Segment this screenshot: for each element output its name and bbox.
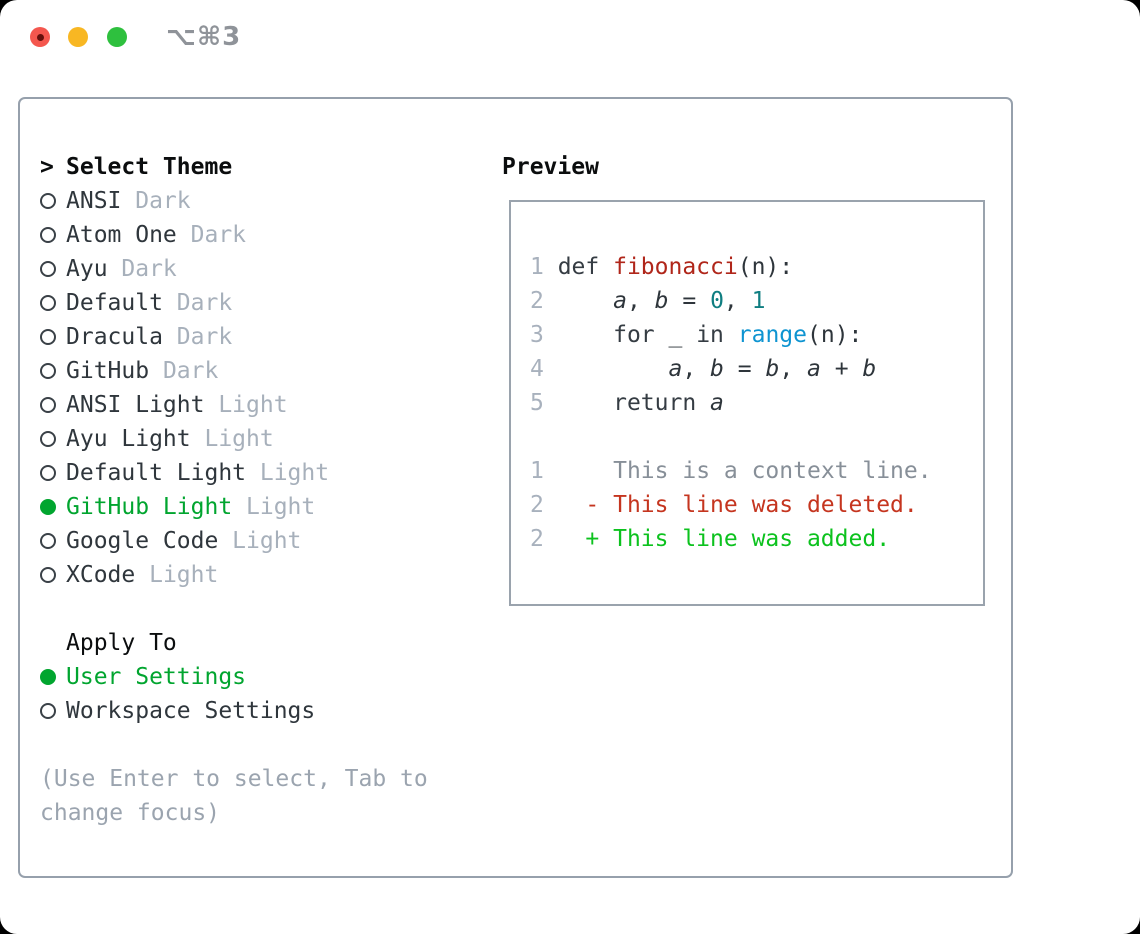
apply-to-title: Apply To [66, 630, 177, 656]
theme-option-xcode[interactable]: XCode Light [40, 558, 485, 592]
prompt-icon: > [40, 154, 54, 180]
theme-variant-badge: Light [218, 392, 288, 418]
radio-selected-icon [40, 669, 66, 685]
theme-option-default-light[interactable]: Default Light Light [40, 456, 485, 490]
theme-label: Ayu Light [66, 426, 191, 452]
theme-label: Ayu [66, 256, 108, 282]
theme-option-ansi-light[interactable]: ANSI Light Light [40, 388, 485, 422]
theme-option-ayu-light[interactable]: Ayu Light Light [40, 422, 485, 456]
theme-option-ansi-dark[interactable]: ANSI Dark [40, 184, 485, 218]
radio-icon [40, 703, 66, 719]
theme-label: Default [66, 290, 163, 316]
spacer [40, 592, 485, 626]
radio-icon [40, 465, 66, 481]
apply-to-header: Apply To [40, 626, 485, 660]
theme-variant-badge: Dark [121, 256, 177, 282]
theme-option-atom-one-dark[interactable]: Atom One Dark [40, 218, 485, 252]
theme-option-github-light[interactable]: GitHub Light Light [40, 490, 485, 524]
apply-option-workspace-settings[interactable]: Workspace Settings [40, 694, 485, 728]
close-button[interactable] [30, 27, 50, 47]
select-theme-header: > Select Theme [40, 150, 485, 184]
radio-icon [40, 431, 66, 447]
radio-icon [40, 329, 66, 345]
radio-icon [40, 227, 66, 243]
zoom-button[interactable] [107, 27, 127, 47]
radio-icon [40, 295, 66, 311]
spacer [40, 728, 485, 762]
keyboard-hint-line-2: change focus) [40, 800, 221, 826]
theme-label: ANSI [66, 188, 122, 214]
theme-list: > Select Theme ANSI Dark Atom One Dark A… [40, 150, 485, 830]
theme-label: XCode [66, 562, 136, 588]
theme-option-ayu-dark[interactable]: Ayu Dark [40, 252, 485, 286]
theme-label: Dracula [66, 324, 163, 350]
theme-option-github-dark[interactable]: GitHub Dark [40, 354, 485, 388]
window-shortcut-label: ⌥⌘3 [166, 22, 242, 52]
keyboard-hint-line-1: (Use Enter to select, Tab to [40, 766, 428, 792]
theme-picker-panel: > Select Theme ANSI Dark Atom One Dark A… [18, 97, 1013, 878]
minimize-button[interactable] [68, 27, 88, 47]
radio-icon [40, 193, 66, 209]
titlebar: ⌥⌘3 [0, 0, 1140, 74]
theme-option-dracula-dark[interactable]: Dracula Dark [40, 320, 485, 354]
theme-label: Google Code [66, 528, 219, 554]
preview-title: Preview [502, 154, 599, 180]
theme-option-default-dark[interactable]: Default Dark [40, 286, 485, 320]
theme-label: GitHub Light [66, 494, 233, 520]
theme-variant-badge: Dark [176, 290, 233, 316]
apply-option-label: Workspace Settings [66, 698, 316, 724]
radio-icon [40, 363, 66, 379]
theme-variant-badge: Light [259, 460, 330, 486]
theme-label: ANSI Light [66, 392, 205, 418]
theme-variant-badge: Dark [135, 188, 191, 214]
theme-variant-badge: Dark [190, 222, 247, 248]
theme-label: Atom One [66, 222, 177, 248]
radio-icon [40, 397, 66, 413]
radio-icon [40, 567, 66, 583]
theme-variant-badge: Light [204, 426, 274, 452]
theme-label: GitHub [66, 358, 150, 384]
radio-selected-icon [40, 499, 66, 515]
theme-variant-badge: Light [246, 494, 316, 520]
radio-icon [40, 533, 66, 549]
radio-icon [40, 261, 66, 277]
apply-option-label: User Settings [66, 664, 247, 690]
select-theme-title: Select Theme [66, 154, 233, 180]
theme-label: Default Light [66, 460, 247, 486]
theme-variant-badge: Light [149, 562, 219, 588]
theme-variant-badge: Dark [162, 358, 219, 384]
theme-variant-badge: Light [232, 528, 302, 554]
theme-variant-badge: Dark [176, 324, 233, 350]
apply-option-user-settings[interactable]: User Settings [40, 660, 485, 694]
theme-option-google-code[interactable]: Google Code Light [40, 524, 485, 558]
